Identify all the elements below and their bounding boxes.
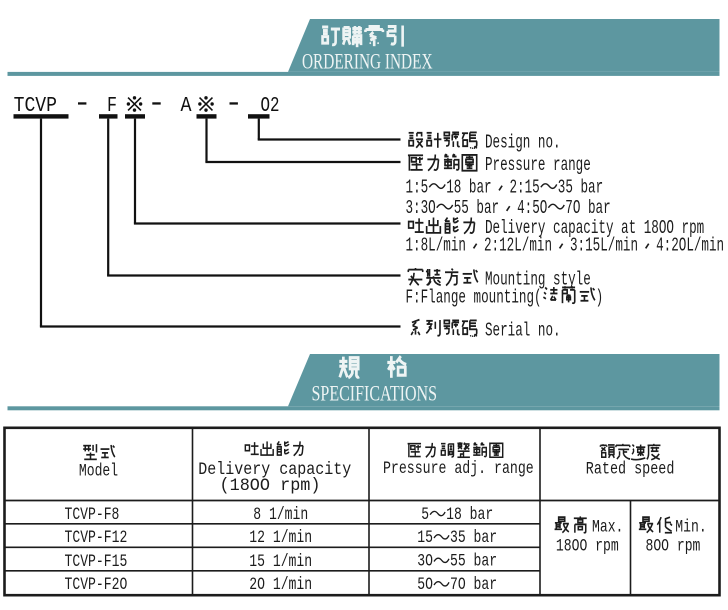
svg-text:TCVP-F12: TCVP-F12 (65, 529, 128, 548)
svg-text:18 bar: 18 bar (446, 176, 491, 198)
svg-text:18 bar: 18 bar (446, 506, 493, 525)
svg-text:2:15: 2:15 (510, 176, 540, 198)
svg-text:15 1/min: 15 1/min (249, 553, 312, 572)
svg-text:A: A (181, 94, 192, 118)
svg-text:Pressure adj. range: Pressure adj. range (383, 460, 534, 479)
svg-text:8 1/min: 8 1/min (253, 506, 308, 525)
svg-text:2:12L/min: 2:12L/min (484, 234, 552, 256)
svg-text:55 bar: 55 bar (454, 197, 499, 219)
svg-text:): ) (596, 286, 604, 308)
svg-text:18OO rpm: 18OO rpm (556, 538, 619, 557)
svg-text:2O 1/min: 2O 1/min (249, 576, 312, 595)
svg-text:4:5O: 4:5O (517, 197, 547, 219)
svg-text:TCVP-F2O: TCVP-F2O (65, 576, 128, 595)
svg-text:35 bar: 35 bar (558, 176, 603, 198)
svg-text:F: F (107, 94, 117, 118)
svg-text:(18OO rpm): (18OO rpm) (220, 477, 321, 496)
svg-text:8OO rpm: 8OO rpm (646, 538, 701, 557)
svg-text:55 bar: 55 bar (450, 553, 497, 572)
svg-text:Serial no.: Serial no. (485, 319, 561, 341)
svg-text:TCVP-F15: TCVP-F15 (65, 553, 128, 572)
svg-text:5: 5 (421, 506, 429, 525)
svg-text:3:3O: 3:3O (406, 197, 436, 219)
svg-text:1:5: 1:5 (406, 176, 429, 198)
svg-text:5O: 5O (417, 576, 433, 595)
svg-text:Delivery capacity at 18OO rpm: Delivery capacity at 18OO rpm (485, 217, 704, 239)
svg-text:Mounting style: Mounting style (485, 268, 591, 290)
svg-text:ORDERING INDEX: ORDERING INDEX (302, 49, 433, 74)
svg-text:3:15L/min: 3:15L/min (570, 234, 638, 256)
svg-text:TCVP-F8: TCVP-F8 (65, 506, 120, 525)
svg-text:Model: Model (79, 462, 118, 481)
svg-text:O2: O2 (261, 94, 280, 118)
svg-text:4:2OL/min: 4:2OL/min (656, 234, 724, 256)
svg-text:7O bar: 7O bar (565, 197, 610, 219)
svg-text:Pressure range: Pressure range (485, 154, 591, 176)
svg-text:TCVP: TCVP (14, 94, 57, 118)
svg-text:3O: 3O (417, 553, 433, 572)
svg-text:7O bar: 7O bar (450, 576, 497, 595)
svg-text:12 1/min: 12 1/min (249, 529, 312, 548)
svg-text:35 bar: 35 bar (450, 529, 497, 548)
svg-text:15: 15 (417, 529, 433, 548)
svg-text:1:8L/min: 1:8L/min (406, 234, 467, 256)
svg-text:Design no.: Design no. (485, 131, 561, 153)
svg-text:F:Flange mounting(: F:Flange mounting( (406, 286, 542, 308)
svg-text:Min.: Min. (675, 519, 706, 538)
svg-text:Rated speed: Rated speed (586, 460, 675, 479)
svg-text:Delivery capacity: Delivery capacity (198, 461, 351, 480)
svg-text:Max.: Max. (592, 519, 623, 538)
svg-text:SPECIFICATIONS: SPECIFICATIONS (312, 381, 438, 406)
